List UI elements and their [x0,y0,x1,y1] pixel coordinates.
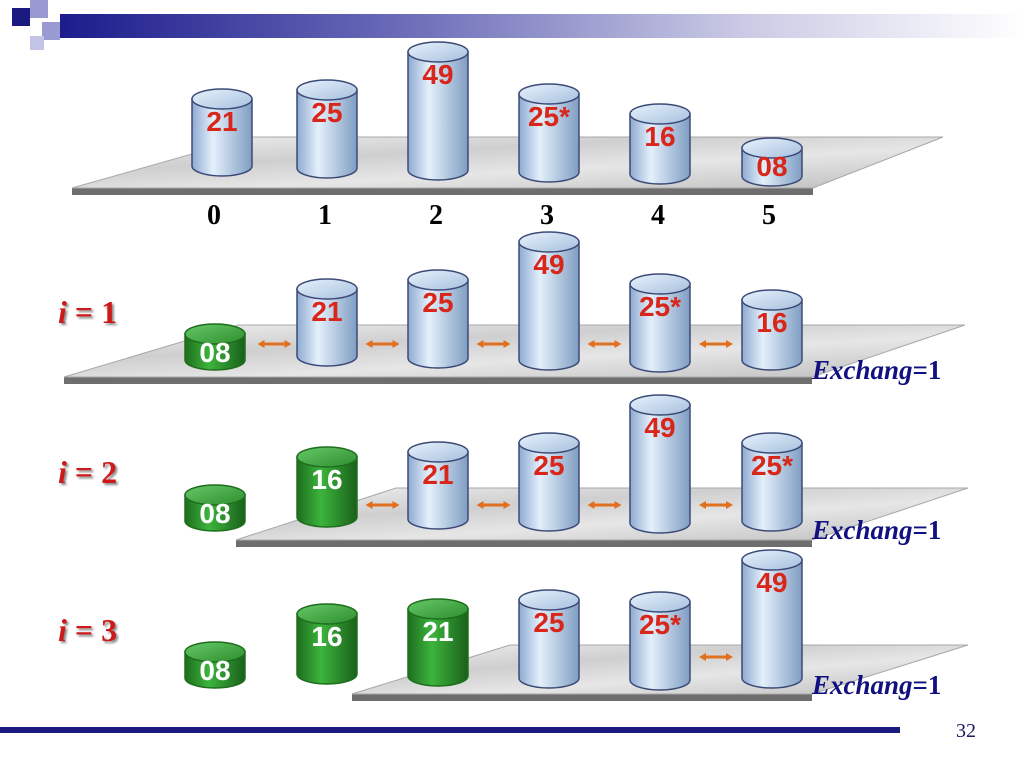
pass-1-cylinder-5: 16 [741,289,803,371]
pass-2-compare-arrow-2 [476,501,511,509]
pass-2-cylinder-1: 16 [296,446,358,528]
pass-1-compare-arrow-3 [587,340,622,348]
exchange-name: Exchang [812,670,913,700]
cylinder-value: 08 [199,655,230,686]
pass-1-compare-arrow-0 [257,340,292,348]
cylinder-value: 21 [422,616,453,647]
pass-1-cylinder-1: 21 [296,278,358,367]
pass-1-cylinder-2: 25 [407,269,469,369]
pass-2-cylinder-2: 21 [407,441,469,530]
pass-label-2: i = 2 [58,454,117,491]
pass-1-compare-arrow-4 [699,340,733,348]
exchange-label-pass-3: Exchang=1 [812,670,941,701]
pass-2-compare-arrow-3 [587,501,622,509]
cylinder-value: 49 [644,412,675,443]
exchange-label-pass-1: Exchang=1 [812,355,941,386]
cylinder-value: 49 [533,249,564,280]
cylinder-value: 21 [422,459,453,490]
header-gradient-bar [60,14,1024,38]
cylinder-value: 25* [639,609,681,640]
pass-1-cylinder-3: 49 [518,231,580,371]
cylinder-value: 08 [199,337,230,368]
exchange-value: =1 [912,670,942,700]
pass-1-cylinder-4: 25* [629,273,691,373]
pass-3-cylinder-3: 25 [518,589,580,689]
pass-2-cylinder-3: 25 [518,432,580,532]
initial-cylinder-0: 21 [191,88,253,177]
pass-3-cylinder-0: 08 [184,641,246,689]
corner-squares-decoration [12,0,60,50]
pass-3-cylinder-2: 21 [407,598,469,687]
initial-cylinder-5: 08 [741,137,803,187]
index-label-2: 2 [429,200,443,231]
pass-2-variable: i [58,454,67,490]
footer-bar [0,727,900,733]
initial-cylinder-2: 49 [407,41,469,181]
index-label-0: 0 [207,200,221,231]
index-label-4: 4 [651,200,665,231]
cylinder-value: 21 [311,296,342,327]
cylinder-value: 49 [422,59,453,90]
initial-cylinder-1: 25 [296,79,358,179]
cylinder-value: 25* [639,291,681,322]
cylinder-value: 25 [533,450,564,481]
cylinder-value: 25 [311,97,342,128]
cylinder-value: 08 [199,498,230,529]
exchange-name: Exchang [812,515,913,545]
pass-1-compare-arrow-2 [476,340,511,348]
exchange-label-pass-2: Exchang=1 [812,515,941,546]
pass-1-variable: i [58,294,67,330]
pass-1-cylinder-0: 08 [184,323,246,371]
cylinder-value: 25 [533,607,564,638]
pass-2-cylinder-5: 25* [741,432,803,532]
cylinder-value: 16 [644,121,675,152]
pass-1-equals: = 1 [66,294,118,330]
pass-2-equals: = 2 [66,454,118,490]
cylinder-value: 16 [311,621,342,652]
initial-cylinder-3: 25* [518,83,580,183]
index-label-1: 1 [318,200,332,231]
exchange-name: Exchang [812,355,913,385]
pass-1-compare-arrow-1 [365,340,400,348]
pass-3-compare-arrow-4 [699,653,733,661]
shelf-pass-1 [63,324,966,384]
pass-label-1: i = 1 [58,294,117,331]
index-label-5: 5 [762,200,776,231]
cylinder-value: 21 [206,106,237,137]
cylinder-value: 16 [756,307,787,338]
pass-2-cylinder-4: 49 [629,394,691,534]
initial-cylinder-4: 16 [629,103,691,185]
cylinder-value: 25* [751,450,793,481]
pass-2-compare-arrow-1 [365,501,400,509]
pass-label-3: i = 3 [58,612,117,649]
exchange-value: =1 [912,515,942,545]
page-number: 32 [956,720,976,742]
pass-3-variable: i [58,612,67,648]
cylinder-value: 16 [311,464,342,495]
pass-3-cylinder-1: 16 [296,603,358,685]
pass-3-equals: = 3 [66,612,118,648]
cylinder-value: 25* [528,101,570,132]
pass-2-cylinder-0: 08 [184,484,246,532]
pass-3-cylinder-5: 49 [741,549,803,689]
cylinder-value: 49 [756,567,787,598]
index-label-3: 3 [540,200,554,231]
pass-3-cylinder-4: 25* [629,591,691,691]
shelf-row-0 [71,136,944,195]
exchange-value: =1 [912,355,942,385]
pass-2-compare-arrow-4 [699,501,733,509]
cylinder-value: 08 [756,151,787,182]
cylinder-value: 25 [422,287,453,318]
